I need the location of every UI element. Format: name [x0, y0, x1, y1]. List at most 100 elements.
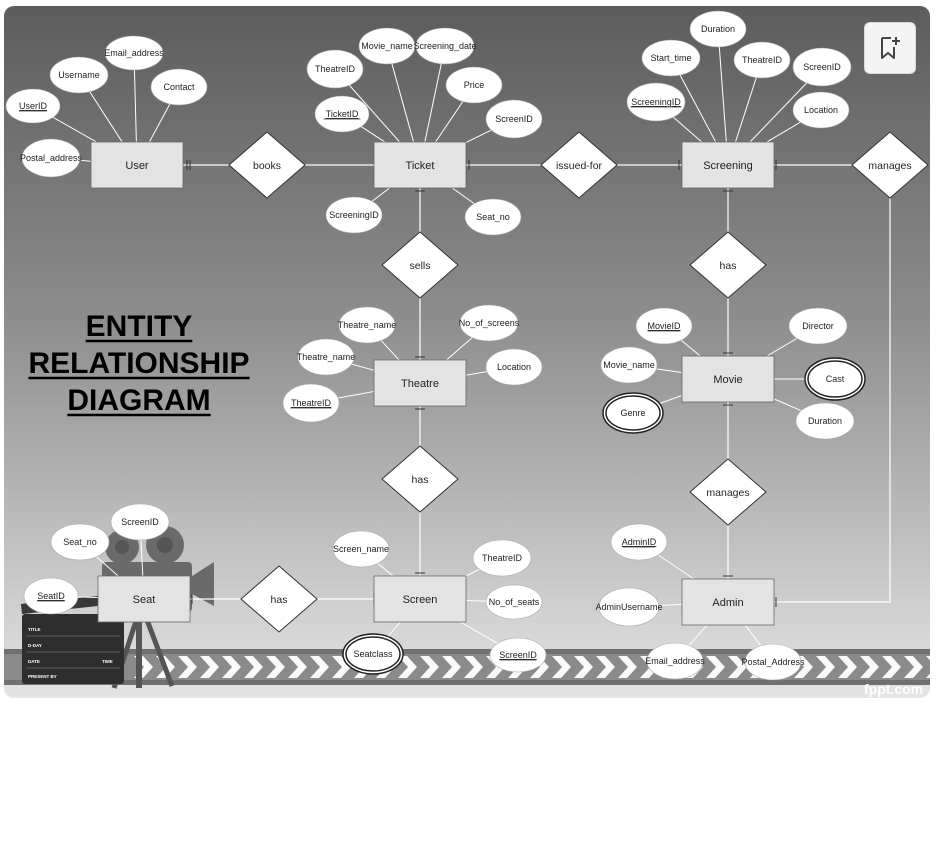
relationship-label: sells — [409, 260, 430, 272]
relationship-label: has — [271, 594, 288, 606]
entity-label: Movie — [713, 374, 742, 386]
entity-seat: Seat — [97, 575, 191, 623]
attribute-ellipse — [744, 643, 802, 681]
attribute-ellipse — [50, 523, 110, 561]
relationship-diamond — [689, 231, 767, 299]
attribute-label: Seat_no — [63, 537, 97, 547]
attribute-label: Duration — [701, 24, 735, 34]
attribute-screenid: ScreenID — [792, 47, 852, 87]
attribute-label: Movie_name — [361, 41, 413, 51]
attribute-ellipse — [104, 35, 164, 71]
entity-label: Screen — [403, 594, 438, 606]
attribute-label: Username — [58, 70, 100, 80]
attribute-screenid: ScreenID — [110, 503, 170, 541]
attribute-label: Duration — [808, 416, 842, 426]
attribute-movie-name: Movie_name — [600, 346, 658, 384]
attribute-label: TicketID — [326, 109, 359, 119]
attribute-label: Price — [464, 80, 485, 90]
attribute-seat-no: Seat_no — [464, 198, 522, 236]
attribute-ellipse — [5, 88, 61, 124]
attribute-label: ScreenID — [499, 650, 537, 660]
relationship-has-screening-movie: has — [689, 231, 767, 299]
attribute-label: Start_time — [650, 53, 691, 63]
relationship-diamond — [540, 131, 618, 199]
attribute-postal-address: Postal_Address — [741, 643, 805, 681]
attribute-label: Genre — [620, 408, 645, 418]
attribute-label: ScreenID — [803, 62, 841, 72]
title-line-2: RELATIONSHIP — [28, 347, 249, 380]
relationship-diamond — [228, 131, 306, 199]
attribute-label: AdminUsername — [595, 602, 662, 612]
attribute-ellipse — [485, 348, 543, 386]
entity-label: Ticket — [406, 160, 435, 172]
attribute-no-of-seats: No_of_seats — [485, 584, 543, 620]
attribute-ellipse — [600, 346, 658, 384]
attribute-label: ScreenID — [495, 114, 533, 124]
attribute-ellipse — [598, 587, 660, 627]
entity-box — [681, 355, 775, 403]
attribute-ellipse — [641, 39, 701, 77]
attribute-cast: Cast — [804, 357, 866, 401]
relationship-diamond — [240, 565, 318, 633]
attribute-ellipse — [689, 10, 747, 48]
attribute-ellipse — [635, 307, 693, 345]
attribute-ellipse — [21, 138, 81, 178]
attribute-label: Theatre_name — [338, 320, 397, 330]
attribute-screenid: ScreenID — [489, 637, 547, 673]
relationship-manages-screening: manages — [851, 131, 929, 199]
entity-box — [97, 575, 191, 623]
attribute-no-of-screens: No_of_screens — [459, 304, 520, 342]
attribute-theatre-name: Theatre_name — [297, 338, 356, 376]
entity-user: User — [90, 141, 184, 189]
relationship-diamond — [381, 231, 459, 299]
bookmark-add-icon — [881, 37, 900, 59]
attribute-label: Location — [497, 362, 531, 372]
attribute-adminusername: AdminUsername — [595, 587, 663, 627]
relationship-line — [774, 198, 891, 603]
attribute-movieid: MovieID — [635, 307, 693, 345]
attribute-label: Director — [802, 321, 834, 331]
attribute-seat-no: Seat_no — [50, 523, 110, 561]
attribute-ellipse — [282, 383, 340, 423]
relationship-label: has — [720, 260, 737, 272]
entity-box — [90, 141, 184, 189]
attribute-ellipse — [610, 523, 668, 561]
attribute-seatclass: Seatclass — [342, 633, 404, 675]
relationship-label: books — [253, 160, 281, 172]
clapperboard-label: DATE — [28, 659, 40, 664]
attribute-ellipse — [795, 402, 855, 440]
attribute-label: TheatreID — [291, 398, 332, 408]
attribute-duration: Duration — [795, 402, 855, 440]
relationship-label: manages — [868, 160, 911, 172]
clapperboard-label: TIME — [102, 659, 113, 664]
relationship-diamond — [381, 445, 459, 513]
attribute-label: Contact — [163, 82, 195, 92]
attribute-ellipse — [345, 636, 401, 672]
attribute-theatreid: TheatreID — [733, 41, 791, 79]
attribute-ticketid: TicketID — [314, 95, 370, 133]
attribute-label: No_of_seats — [489, 597, 540, 607]
attribute-ellipse — [306, 49, 364, 89]
entity-movie: Movie — [681, 355, 775, 403]
attribute-ellipse — [485, 584, 543, 620]
title-line-1: ENTITY — [86, 310, 193, 343]
attribute-contact: Contact — [150, 68, 208, 106]
bookmark-button[interactable] — [864, 22, 916, 74]
entity-box — [373, 141, 467, 189]
attribute-theatreid: TheatreID — [472, 539, 532, 577]
attribute-ellipse — [338, 306, 396, 344]
attribute-label: SeatID — [37, 591, 65, 601]
entity-box — [681, 141, 775, 189]
clapperboard-label: TITLE — [28, 627, 41, 632]
attribute-label: Theatre_name — [297, 352, 356, 362]
attribute-screeningid: ScreeningID — [325, 196, 383, 234]
attribute-ellipse — [792, 47, 852, 87]
relationship-label: manages — [706, 487, 749, 499]
attribute-label: Postal_address — [20, 153, 83, 163]
attribute-label: ScreeningID — [631, 97, 681, 107]
relationship-diamond — [851, 131, 929, 199]
attribute-label: TheatreID — [315, 64, 356, 74]
entity-admin: Admin — [681, 578, 775, 626]
attribute-ellipse — [49, 56, 109, 94]
